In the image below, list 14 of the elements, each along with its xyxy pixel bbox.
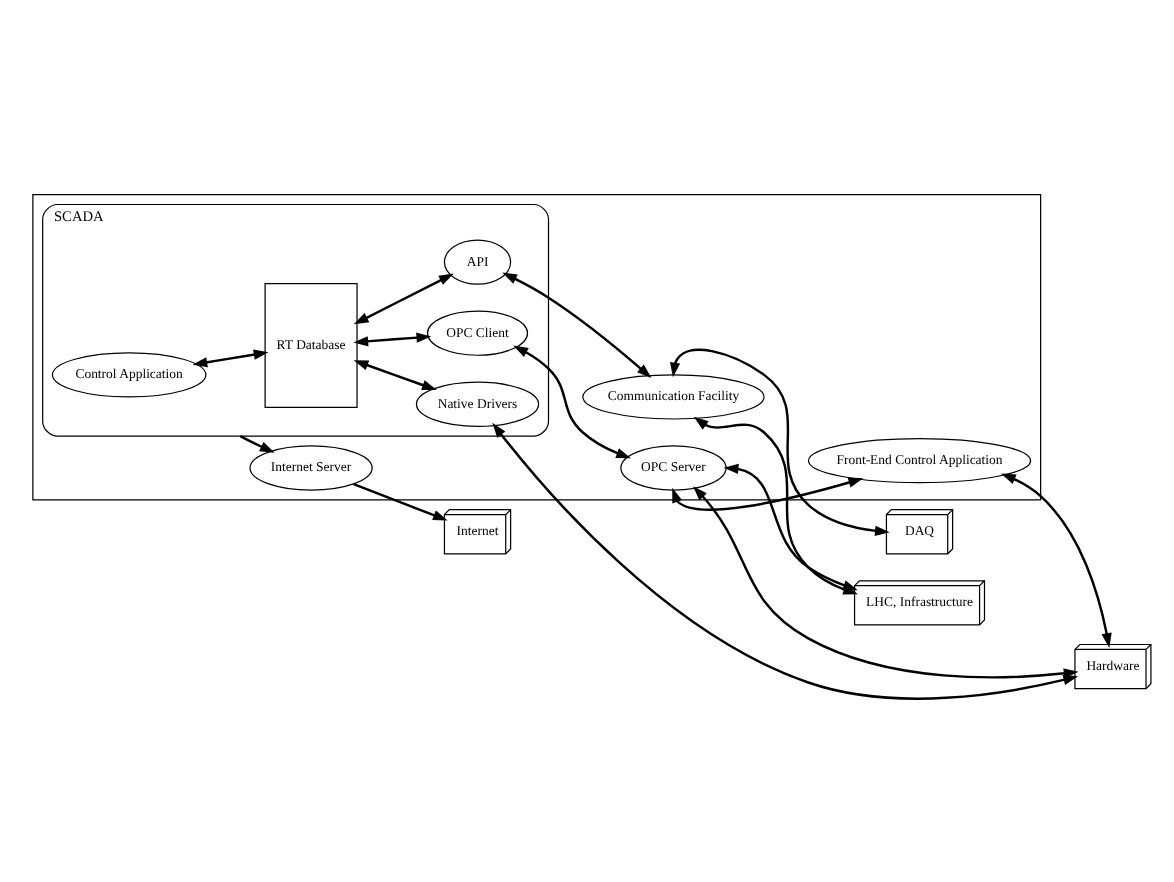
arrow (353, 359, 437, 390)
arrow (353, 331, 432, 346)
arrow (492, 421, 1079, 699)
arrow (692, 485, 1079, 678)
arrow (723, 462, 858, 590)
arrow (1001, 472, 1112, 647)
arrow (672, 476, 864, 510)
arrow (513, 344, 631, 458)
arrow (502, 271, 652, 378)
arrow (239, 434, 275, 452)
arrow (353, 481, 448, 520)
arrow (192, 348, 269, 367)
arrow (670, 347, 890, 535)
arrow (353, 272, 454, 324)
